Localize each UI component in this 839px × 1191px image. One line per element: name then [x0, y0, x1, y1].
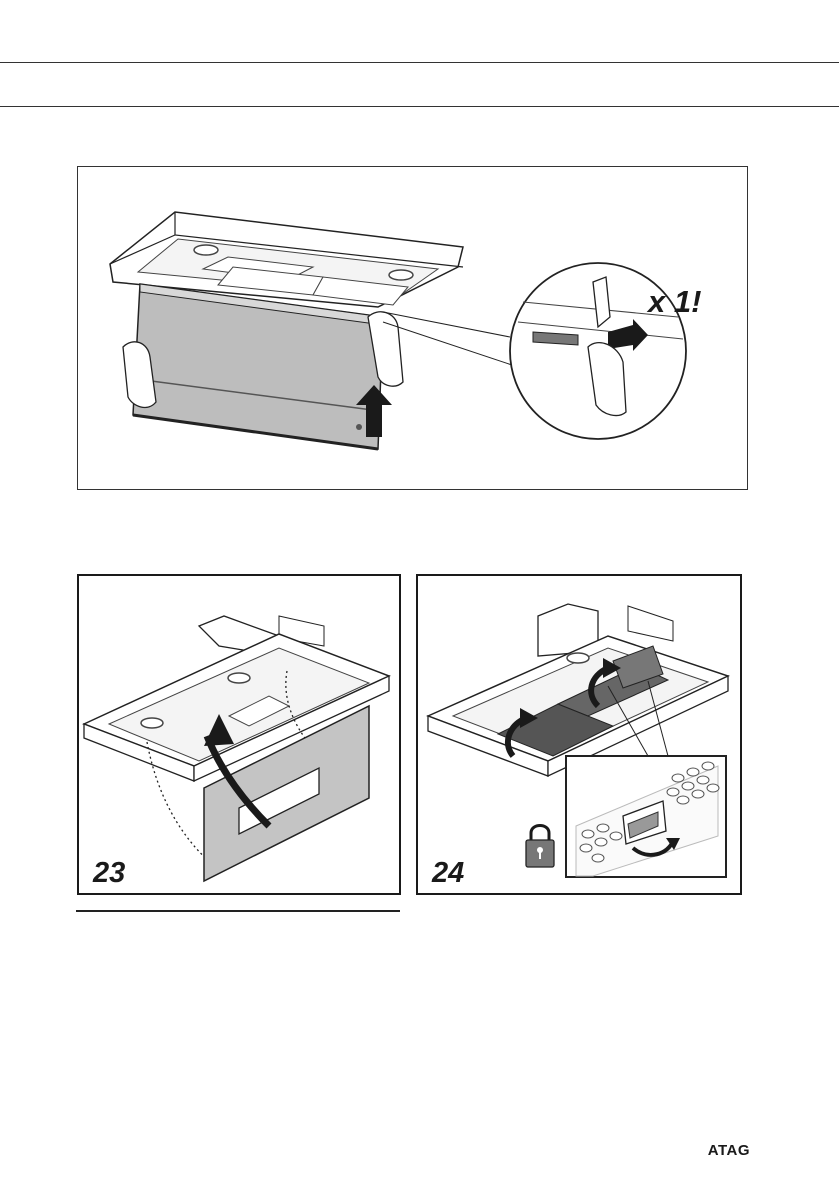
padlock-icon	[526, 826, 554, 868]
header-rule-top	[0, 62, 839, 63]
illustration-panel-removal: x 1!	[77, 166, 748, 490]
illustration-figure-24: 24	[416, 574, 742, 895]
section-rule	[76, 910, 400, 912]
figure-number: 24	[432, 859, 464, 888]
header-rule-bottom	[0, 106, 839, 107]
grease-filter-install-drawing	[418, 576, 740, 893]
quantity-label: x 1!	[648, 286, 701, 317]
illustration-figure-23: 23	[77, 574, 401, 895]
hood-panel-removal-drawing	[78, 167, 747, 489]
hood-panel-reinstall-drawing	[79, 576, 399, 893]
figure-number: 23	[93, 859, 125, 888]
brand-logo: ATAG	[708, 1142, 750, 1159]
